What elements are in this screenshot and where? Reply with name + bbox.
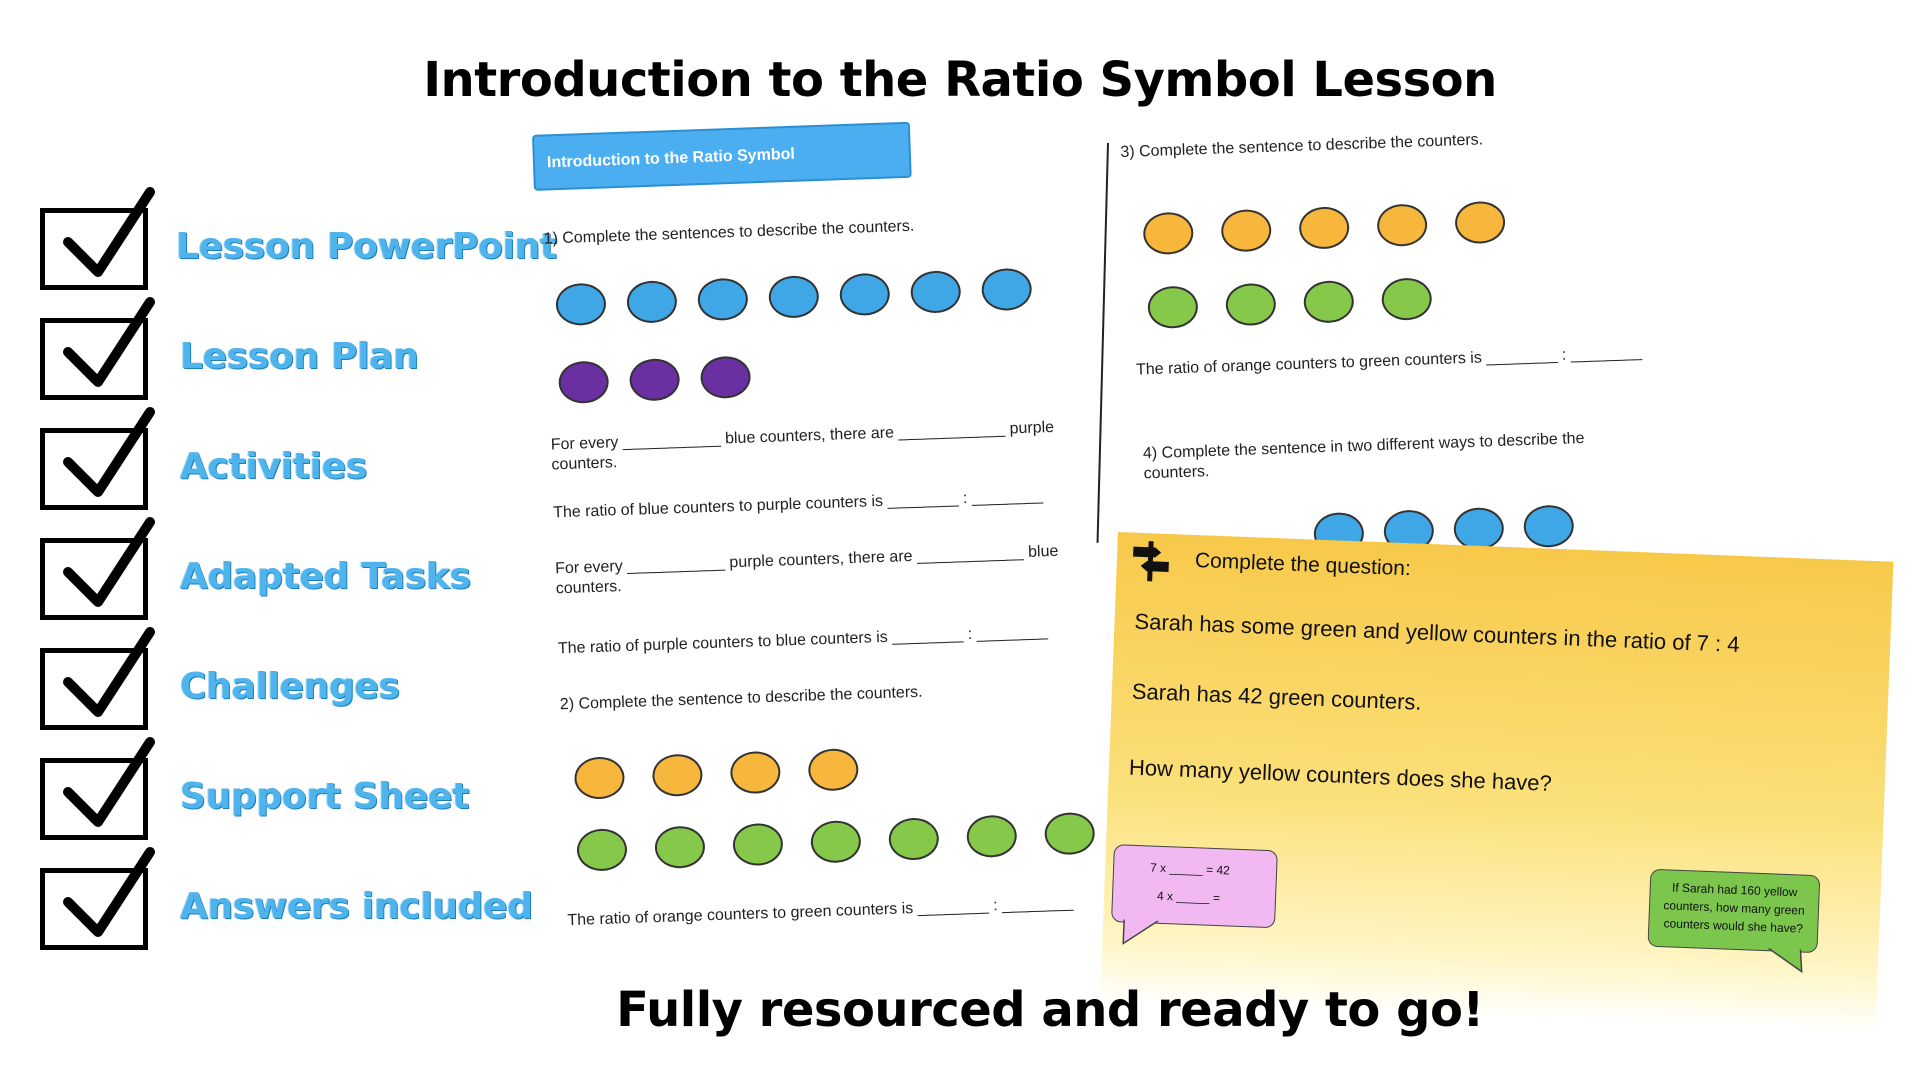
orange-counter <box>807 747 860 792</box>
green-counter <box>732 822 784 867</box>
green-counter <box>810 819 862 864</box>
checklist-label: Challenges <box>180 666 400 707</box>
orange-counter <box>573 756 626 800</box>
checklist-item: Lesson Plan <box>40 297 500 412</box>
checkbox <box>40 428 148 510</box>
challenge-line-2: counters, how many green <box>1663 898 1805 918</box>
checkbox <box>40 538 148 620</box>
q1-sentence-2: The ratio of blue counters to purple cou… <box>552 487 1044 522</box>
green-counter <box>966 814 1018 859</box>
card-line-2: Sarah has 42 green counters. <box>1131 678 1423 715</box>
challenge-bubble: If Sarah had 160 yellow counters, how ma… <box>1647 868 1821 974</box>
q1-sentence-3b: counters. <box>555 578 622 598</box>
hint-line-2: 4 x _____ = <box>1156 888 1221 906</box>
challenge-line-3: counters would she have? <box>1663 916 1804 936</box>
checklist-item: Activities <box>40 407 500 522</box>
green-counter <box>1225 282 1277 327</box>
orange-counter <box>651 753 704 798</box>
blue-counter <box>1453 506 1505 551</box>
blue-counter <box>839 272 891 317</box>
bubble-tail-icon <box>1122 919 1159 945</box>
purple-counter <box>628 357 681 402</box>
page-title: Introduction to the Ratio Symbol Lesson <box>423 52 1497 108</box>
checklist-label: Lesson PowerPoint <box>176 226 557 267</box>
card-line-3: How many yellow counters does she have? <box>1128 754 1553 796</box>
blue-counter <box>1523 504 1575 549</box>
checklist-label: Adapted Tasks <box>180 556 471 597</box>
orange-counter <box>1454 200 1506 245</box>
green-counter <box>1303 279 1355 324</box>
worksheet-page-1: Introduction to the Ratio Symbol 1) Comp… <box>530 115 1139 980</box>
hint-line-1: 7 x _____ = 42 <box>1149 860 1231 878</box>
blue-counter <box>980 267 1033 312</box>
q3-sentence-1: The ratio of orange counters to green co… <box>1135 343 1643 379</box>
checkmark-icon <box>63 627 155 717</box>
purple-counter <box>699 355 752 400</box>
footer-title: Fully resourced and ready to go! <box>0 982 1920 1038</box>
q1-sentence-3: For every ___________ purple counters, t… <box>554 542 1059 578</box>
hint-bubble: 7 x _____ = 42 4 x _____ = <box>1111 844 1278 945</box>
q4-prompt-b: counters. <box>1143 463 1210 483</box>
checklist-label: Lesson Plan <box>180 336 419 377</box>
green-counter <box>1381 277 1433 321</box>
question-card: Complete the question: Sarah has some gr… <box>1099 532 1894 1032</box>
worksheet-header-text: Introduction to the Ratio Symbol <box>546 145 796 172</box>
green-counter <box>1147 285 1199 330</box>
blue-counter <box>910 270 962 314</box>
checklist-label: Support Sheet <box>180 776 470 817</box>
blue-counter <box>555 282 607 327</box>
q2-sentence-1: The ratio of orange counters to green co… <box>567 894 1074 930</box>
green-counter <box>1043 811 1096 856</box>
green-counter <box>654 825 706 870</box>
orange-counter <box>1220 208 1272 253</box>
signpost-icon <box>1133 541 1169 582</box>
orange-counter <box>1142 211 1195 256</box>
checkbox <box>40 868 148 950</box>
checklist-item: Challenges <box>40 627 500 742</box>
green-counter <box>888 817 940 861</box>
q1-sentence-1: For every ___________ blue counters, the… <box>550 418 1055 454</box>
worksheet-page-2: 3) Complete the sentence to describe the… <box>1120 121 1674 556</box>
orange-counter <box>1298 206 1350 250</box>
checkmark-icon <box>63 847 155 937</box>
card-heading: Complete the question: <box>1194 548 1412 581</box>
checklist-item: Support Sheet <box>40 737 500 852</box>
checkmark-icon <box>63 187 155 277</box>
checklist-item: Answers included <box>40 847 533 962</box>
blue-counter <box>626 279 678 324</box>
footer-text: Fully resourced and ready to go! <box>616 982 1484 1038</box>
orange-counter <box>1376 203 1428 248</box>
q4-prompt: 4) Complete the sentence in two differen… <box>1142 429 1585 463</box>
bubble-tail-icon <box>1768 948 1803 974</box>
checklist-item: Lesson PowerPoint <box>40 187 557 302</box>
q3-prompt: 3) Complete the sentence to describe the… <box>1120 131 1484 161</box>
card-line-1: Sarah has some green and yellow counters… <box>1134 608 1740 657</box>
q1-sentence-1b: counters. <box>551 454 618 474</box>
checklist-label: Activities <box>180 446 367 487</box>
checklist-item: Adapted Tasks <box>40 517 500 632</box>
q1-prompt: 1) Complete the sentences to describe th… <box>543 217 915 248</box>
checkmark-icon <box>63 517 155 607</box>
q2-prompt: 2) Complete the sentence to describe the… <box>559 683 923 714</box>
challenge-line-1: If Sarah had 160 yellow <box>1671 880 1798 900</box>
feature-checklist: Lesson PowerPoint Lesson Plan Activities… <box>40 187 557 962</box>
q1-sentence-4: The ratio of purple counters to blue cou… <box>557 623 1049 658</box>
checkmark-icon <box>63 297 155 387</box>
checkmark-icon <box>63 737 155 827</box>
blue-counter <box>697 277 749 322</box>
orange-counter <box>729 750 782 795</box>
green-counter <box>576 828 628 872</box>
purple-counter <box>557 360 610 405</box>
blue-counter <box>768 275 820 319</box>
checkmark-icon <box>63 407 155 497</box>
worksheet-header: Introduction to the Ratio Symbol <box>531 121 912 191</box>
checklist-label: Answers included <box>180 886 533 927</box>
